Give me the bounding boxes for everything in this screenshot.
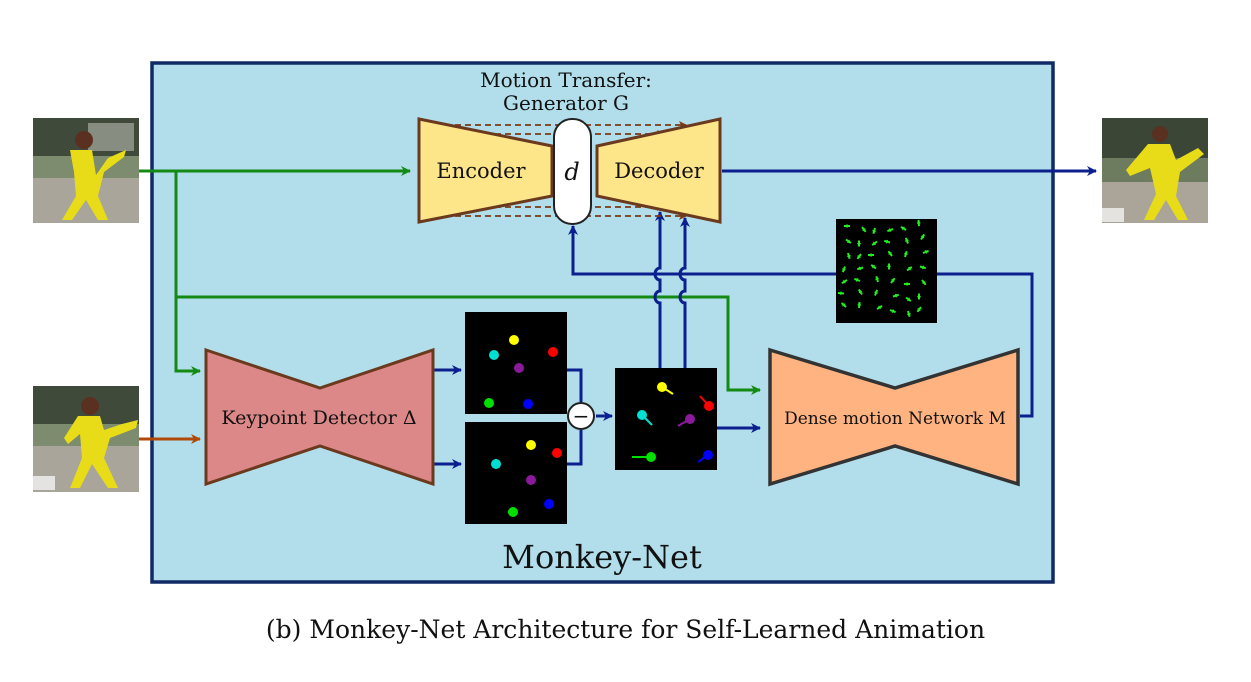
flow-vector-head [916, 296, 922, 300]
flow-vector-head [900, 226, 905, 231]
flow-vector-head [886, 263, 892, 267]
flow-vector-head [924, 250, 929, 255]
flow-vector-head [846, 223, 850, 229]
flow-vector-head [858, 289, 863, 294]
flow-vector-head [903, 251, 908, 256]
driving-map-to-subtract-line [567, 430, 583, 466]
generator-title-line2: Generator G [503, 91, 629, 115]
keypoint-dot [523, 399, 533, 409]
subtract-symbol: − [573, 404, 590, 428]
flow-vector-head [846, 239, 851, 244]
keypoint-dot [508, 507, 518, 517]
generator-title-line1: Motion Transfer: [480, 68, 652, 92]
flow-vector-head [905, 237, 910, 242]
keypoint-detector-block [204, 347, 435, 487]
monkey-net-title: Monkey-Net [502, 538, 702, 576]
flow-vector-head [921, 280, 926, 285]
encoder-block [417, 117, 554, 224]
flow-vector-head [857, 266, 862, 271]
flow-vector-head [906, 312, 911, 317]
flow-vector-head [871, 264, 876, 269]
source-to-keypoint-arrow [174, 171, 201, 376]
dense-to-latent-arrow [568, 225, 1034, 418]
keypoint-dot [544, 499, 554, 509]
flow-vector-head [857, 302, 862, 306]
source-map-to-subtract-line [567, 368, 583, 402]
source-keypoint-map [465, 312, 567, 414]
flow-vector-head [857, 254, 862, 259]
flow-vector-head [841, 302, 846, 307]
flow-vector-head [906, 281, 910, 287]
keypoint-dot [491, 459, 501, 469]
flow-vector-head [916, 220, 921, 224]
source-frame-thumbnail [33, 118, 139, 223]
keypoint-detector-label: Keypoint Detector Δ [221, 407, 416, 429]
difference-to-decoder-arrow-2 [678, 217, 690, 368]
flow-vector-head [854, 278, 859, 283]
encoder-label: Encoder [436, 159, 526, 183]
keypoint-dot [489, 350, 499, 360]
keypoint-dot [548, 347, 558, 357]
latent-d-block [553, 118, 592, 225]
source-to-dense-arrow [176, 295, 761, 395]
keypoint-dot [509, 335, 519, 345]
decoder-label: Decoder [614, 159, 705, 183]
output-frame-thumbnail [1102, 118, 1208, 223]
keypoint-dot [484, 398, 494, 408]
flow-vector-head [861, 227, 866, 232]
difference-to-decoder-arrow-1 [653, 211, 665, 368]
flow-vector-head [891, 308, 896, 313]
dense-motion-network-label: Dense motion Network M [784, 409, 1006, 429]
flow-vector-head [838, 291, 842, 296]
flow-vector-head [907, 266, 912, 271]
flow-vector-head [875, 276, 880, 281]
flow-vector-head [917, 307, 922, 312]
flow-vector-head [888, 251, 893, 256]
subtract-node [567, 402, 595, 430]
keypoint-dot [526, 475, 536, 485]
flow-vector-head [920, 234, 925, 239]
flow-vector-head [921, 265, 926, 270]
driving-keypoint-map [465, 422, 567, 524]
keypoint-dot [514, 363, 524, 373]
flow-vector-head [856, 243, 862, 247]
flow-vector-head [873, 289, 878, 294]
flow-vector-head [887, 227, 892, 232]
keypoint-difference-map [615, 368, 717, 470]
dense-flow-field [836, 219, 937, 323]
flow-vector-head [890, 278, 895, 283]
latent-d-label: d [564, 158, 579, 186]
flow-vector-head [868, 252, 872, 258]
dense-motion-network-block [768, 347, 1020, 487]
figure-caption: (b) Monkey-Net Architecture for Self-Lea… [265, 615, 986, 644]
flow-vector-head [894, 293, 899, 298]
flow-vector-head [872, 229, 877, 234]
flow-vector-head [846, 254, 851, 259]
flow-vector-head [842, 268, 847, 273]
flow-vector-head [841, 279, 846, 284]
flow-vector-head [884, 239, 889, 244]
keypoint-dot [526, 440, 536, 450]
driving-frame-thumbnail [33, 386, 139, 492]
flow-vector-head [878, 305, 883, 310]
decoder-block [595, 117, 722, 224]
flow-vector-head [906, 297, 911, 302]
keypoint-dot [552, 448, 562, 458]
flow-vector-head [872, 241, 877, 246]
